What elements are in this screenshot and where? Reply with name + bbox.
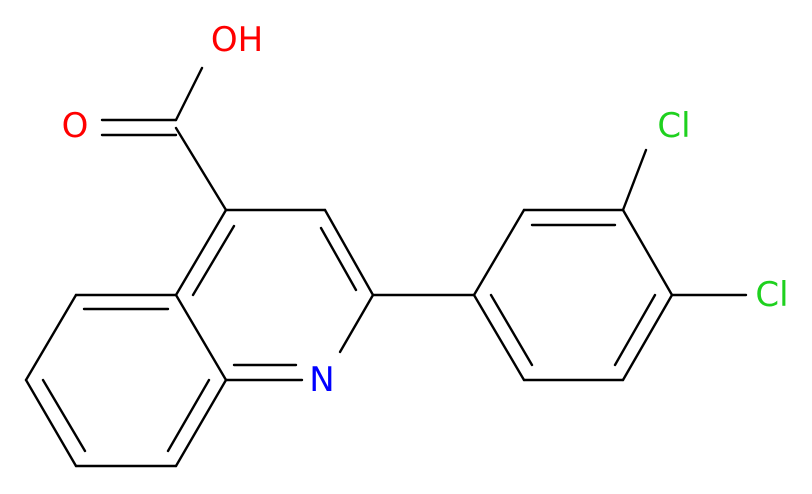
bond-c4a-c4-inner	[191, 224, 236, 297]
bond-c6-c7-inner	[41, 378, 87, 453]
bond-ph1-ph2	[472, 208, 526, 297]
bond-ph6-ph1-inner	[489, 293, 534, 367]
bond-ph3-cl	[621, 148, 648, 212]
bond-c4a-c4	[174, 208, 228, 297]
bond-c3-c2-inner	[319, 226, 358, 292]
bond-c8a-c4a	[174, 293, 228, 382]
bond-c-oh	[174, 66, 204, 122]
bond-ph6-ph1	[472, 293, 526, 382]
bond-ph3-ph4	[621, 208, 674, 297]
bond-c8-c8a	[174, 378, 228, 468]
chlorine-para-label: Cl	[755, 275, 788, 315]
hydroxyl-label: OH	[211, 20, 263, 60]
bond-acid-to-ring	[174, 126, 228, 212]
bond-ph4-ph5-inner	[613, 293, 657, 367]
ring-nitrogen-label: N	[309, 360, 334, 400]
bond-c6-c7	[24, 378, 78, 468]
bond-ph4-ph5	[621, 293, 674, 382]
bond-c3-c2	[323, 208, 375, 297]
bond-c2-n	[338, 293, 375, 354]
chlorine-meta-label: Cl	[657, 106, 690, 146]
carbonyl-oxygen-label: O	[62, 106, 89, 146]
bond-c8-c8a-inner	[166, 378, 211, 453]
bond-c5-c6	[24, 293, 78, 382]
